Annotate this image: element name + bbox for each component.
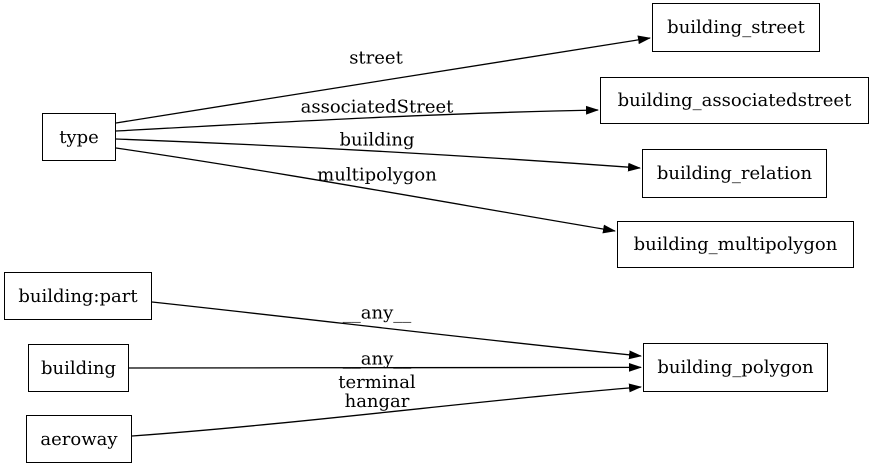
edge-building_part-building_polygon bbox=[151, 301, 642, 360]
node-aeroway-label: aeroway bbox=[40, 428, 118, 450]
edge-label-terminal-hangar: terminal hangar bbox=[338, 372, 416, 412]
edge-label-associatedstreet: associatedStreet bbox=[300, 96, 454, 118]
node-building: building bbox=[28, 344, 129, 392]
edge-type-building_street bbox=[115, 35, 651, 124]
edge-type-building_associatedstreet bbox=[115, 105, 599, 132]
node-building-street-label: building_street bbox=[667, 17, 805, 38]
node-building-associatedstreet: building_associatedstreet bbox=[600, 77, 869, 124]
edge-label-any-building-part: __any__ bbox=[342, 302, 412, 324]
node-type: type bbox=[42, 113, 116, 161]
node-building-multipolygon-label: building_multipolygon bbox=[633, 234, 838, 255]
edge-label-multipolygon: multipolygon bbox=[317, 164, 437, 186]
edge-aeroway-building_polygon bbox=[131, 383, 642, 437]
node-building-part-label: building:part bbox=[18, 285, 138, 307]
node-building-multipolygon: building_multipolygon bbox=[617, 221, 854, 268]
node-building-part: building:part bbox=[4, 272, 152, 320]
edge-building-building_polygon bbox=[128, 363, 642, 372]
node-aeroway: aeroway bbox=[26, 415, 132, 463]
node-building-relation-label: building_relation bbox=[656, 163, 813, 184]
node-type-label: type bbox=[59, 126, 99, 148]
node-building-street: building_street bbox=[652, 3, 820, 52]
edge-label-building: building bbox=[339, 129, 415, 151]
node-building-polygon-label: building_polygon bbox=[657, 357, 814, 378]
node-building-label: building bbox=[40, 357, 117, 379]
node-building-associatedstreet-label: building_associatedstreet bbox=[617, 90, 852, 111]
edge-label-any-building: __any__ bbox=[342, 348, 412, 370]
edge-type-building_multipolygon bbox=[115, 147, 616, 234]
edge-label-street: street bbox=[349, 47, 403, 69]
node-building-polygon: building_polygon bbox=[643, 343, 828, 392]
edge-type-building_relation bbox=[115, 138, 641, 172]
node-building-relation: building_relation bbox=[642, 149, 827, 198]
